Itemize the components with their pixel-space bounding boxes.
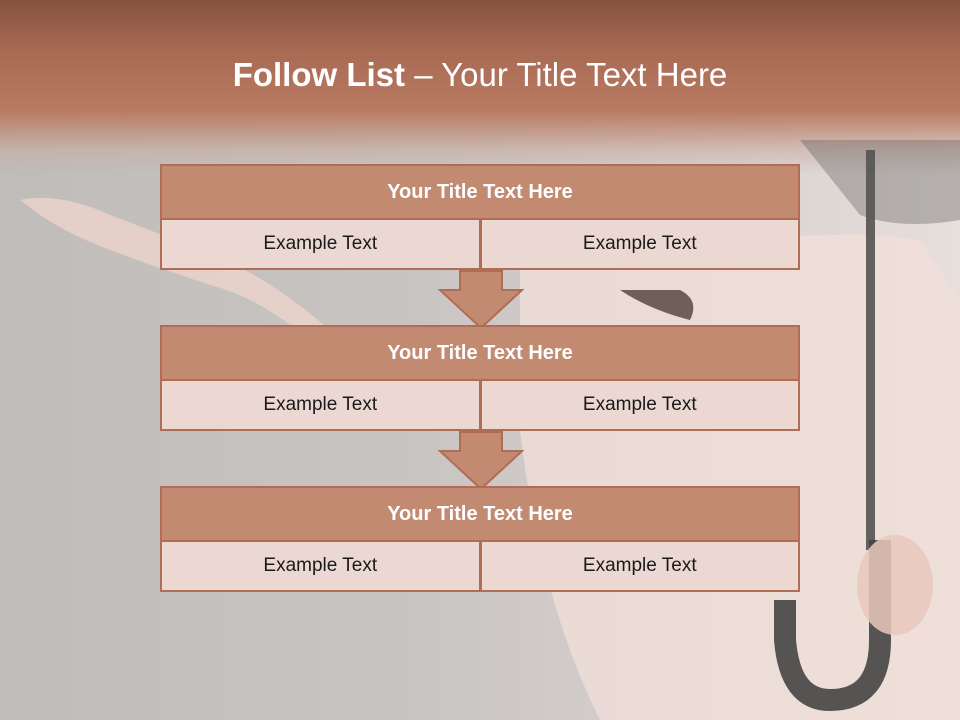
step-block-1: Your Title Text Here Example Text Exampl… <box>160 164 800 270</box>
page-title: Follow List – Your Title Text Here <box>0 56 960 94</box>
step-heading: Your Title Text Here <box>160 164 800 220</box>
title-bold: Follow List <box>232 56 406 93</box>
title-rest: – Your Title Text Here <box>405 56 728 93</box>
down-arrow-icon <box>438 270 524 330</box>
step-block-3: Your Title Text Here Example Text Exampl… <box>160 486 800 592</box>
step-cell-right: Example Text <box>480 220 800 270</box>
step-block-2: Your Title Text Here Example Text Exampl… <box>160 325 800 431</box>
down-arrow-icon <box>438 431 524 491</box>
step-row: Example Text Example Text <box>160 381 800 431</box>
step-cell-left: Example Text <box>160 220 481 270</box>
step-cell-right: Example Text <box>480 542 800 592</box>
step-cell-left: Example Text <box>160 542 481 592</box>
step-heading: Your Title Text Here <box>160 486 800 542</box>
step-cell-right: Example Text <box>480 381 800 431</box>
step-cell-left: Example Text <box>160 381 481 431</box>
step-heading: Your Title Text Here <box>160 325 800 381</box>
step-row: Example Text Example Text <box>160 542 800 592</box>
step-row: Example Text Example Text <box>160 220 800 270</box>
